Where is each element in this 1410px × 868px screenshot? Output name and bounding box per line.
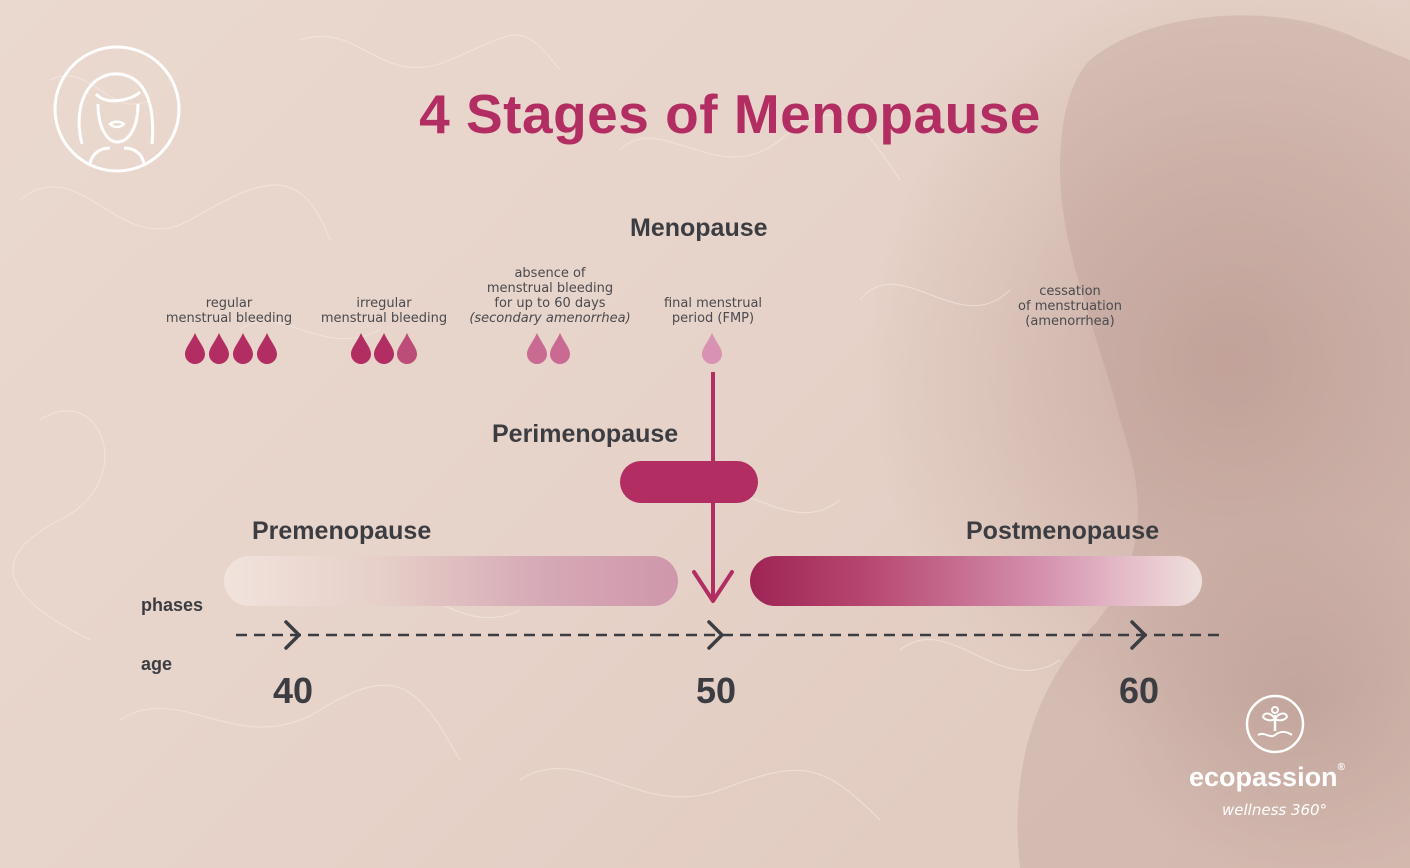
- ecopassion-logo-icon: [1245, 694, 1305, 754]
- drop-icon-irregular: [351, 333, 371, 364]
- woman-face-icon: [53, 45, 181, 173]
- drop-icon-regular: [185, 333, 205, 364]
- tick-arrow-50: [707, 620, 724, 650]
- tick-arrow-60: [1130, 620, 1147, 650]
- page-title: 4 Stages of Menopause: [419, 83, 1041, 145]
- postmenopause-heading: Postmenopause: [966, 517, 1160, 545]
- phases-row-label: phases: [141, 595, 204, 615]
- premenopause-bar: [224, 556, 678, 606]
- drop-icon-absence: [550, 333, 570, 364]
- drop-icon-absence: [527, 333, 547, 364]
- age-40: 40: [272, 670, 314, 711]
- drop-icon-regular: [233, 333, 253, 364]
- logo-tagline: wellness 360°: [1222, 801, 1328, 819]
- perimenopause-heading: Perimenopause: [492, 420, 679, 448]
- tick-arrow-40: [284, 620, 301, 650]
- menopause-heading: Menopause: [630, 214, 768, 242]
- drop-icon-irregular: [374, 333, 394, 364]
- drop-icon-regular: [209, 333, 229, 364]
- age-50: 50: [695, 670, 737, 711]
- age-row-label: age: [141, 654, 173, 674]
- postmenopause-bar: [750, 556, 1202, 606]
- logo-brand: ecopassion®: [1189, 762, 1345, 792]
- drop-icon-final: [702, 333, 722, 364]
- drop-icon-irregular: [397, 333, 417, 364]
- premenopause-heading: Premenopause: [252, 517, 432, 545]
- age-60: 60: [1118, 670, 1160, 711]
- perimenopause-bar: [620, 461, 758, 503]
- drop-icon-regular: [257, 333, 277, 364]
